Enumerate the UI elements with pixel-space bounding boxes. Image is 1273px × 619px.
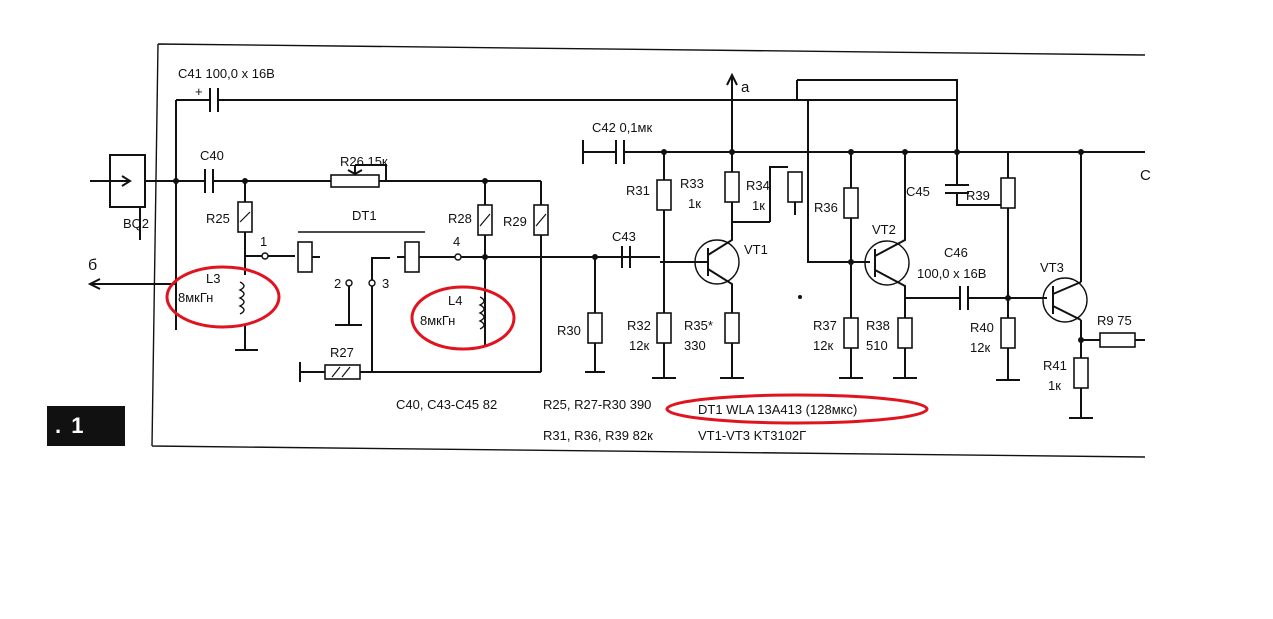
c41-branch: [175, 88, 957, 330]
label-pin4: 4: [453, 234, 460, 249]
component-labels: C41 100,0 x 16B + C40 R26 15к DT1 R25 R2…: [88, 66, 1151, 393]
label-r37-value: 12к: [813, 338, 833, 353]
label-r34: R34: [746, 178, 770, 193]
junction-dots: [173, 149, 1084, 343]
label-r33-value: 1к: [688, 196, 701, 211]
label-vt2: VT2: [872, 222, 896, 237]
vt1-stage: [582, 72, 1145, 379]
label-c40: C40: [200, 148, 224, 163]
label-c42: C42 0,1мк: [592, 120, 652, 135]
label-vt3: VT3: [1040, 260, 1064, 275]
label-r37: R37: [813, 318, 837, 333]
label-r26: R26 15к: [340, 154, 388, 169]
note-vt-spec: VT1-VT3 KT3102Г: [698, 428, 806, 443]
figure-number-tab: . 1: [47, 406, 125, 446]
label-r30: R30: [557, 323, 581, 338]
label-r27: R27: [330, 345, 354, 360]
input-line: [90, 154, 541, 240]
label-c43: C43: [612, 229, 636, 244]
label-r41: R41: [1043, 358, 1067, 373]
dt1-delay-line: [297, 231, 660, 372]
label-edge-c: C: [1140, 167, 1151, 184]
label-r29: R29: [503, 214, 527, 229]
label-delta: б: [88, 257, 97, 274]
label-l4-value: 8мкГн: [420, 313, 455, 328]
label-l3: L3: [206, 271, 220, 286]
note-dt1-spec: DT1 WLA 13A413 (128мкс): [698, 402, 857, 417]
label-r31: R31: [626, 183, 650, 198]
label-r25: R25: [206, 211, 230, 226]
label-r39: R39: [966, 188, 990, 203]
label-c45: C45: [906, 184, 930, 199]
label-r32: R32: [627, 318, 651, 333]
red-highlights: [165, 265, 929, 425]
highlight-dt1-spec: [665, 393, 929, 425]
label-r9: R9 75: [1097, 313, 1132, 328]
label-c46: C46: [944, 245, 968, 260]
label-c41-plus: +: [195, 84, 203, 99]
label-r38: R38: [866, 318, 890, 333]
label-l4: L4: [448, 293, 462, 308]
label-dt1: DT1: [352, 208, 377, 223]
label-c41: C41 100,0 x 16B: [178, 66, 275, 81]
component-notes: C40, C43-C45 82 R25, R27-R30 390 R31, R3…: [396, 397, 857, 443]
label-r36: R36: [814, 200, 838, 215]
left-branch: [87, 181, 295, 351]
label-pin2: 2: [334, 276, 341, 291]
label-r38-value: 510: [866, 338, 888, 353]
label-r35-value: 330: [684, 338, 706, 353]
label-r40-value: 12к: [970, 340, 990, 355]
frame: [151, 43, 1146, 458]
vt3-stage: [1042, 152, 1145, 419]
mid-branch: [477, 181, 549, 372]
highlight-l3: [165, 265, 281, 329]
label-r41-value: 1к: [1048, 378, 1061, 393]
highlight-l4: [410, 285, 516, 351]
r27-branch: [299, 362, 541, 382]
vt2-stage: [796, 79, 1047, 381]
note-caps: C40, C43-C45 82: [396, 397, 497, 412]
label-l3-value: 8мкГн: [178, 290, 213, 305]
label-r28: R28: [448, 211, 472, 226]
label-c46-value: 100,0 x 16B: [917, 266, 986, 281]
label-pin3: 3: [382, 276, 389, 291]
note-res2: R31, R36, R39 82к: [543, 428, 653, 443]
label-r40: R40: [970, 320, 994, 335]
label-r32-value: 12к: [629, 338, 649, 353]
label-out-a: a: [741, 79, 750, 96]
label-pin1: 1: [260, 234, 267, 249]
label-r33: R33: [680, 176, 704, 191]
label-bq2: BQ2: [123, 216, 149, 231]
label-vt1: VT1: [744, 242, 768, 257]
note-res1: R25, R27-R30 390: [543, 397, 651, 412]
label-r35: R35*: [684, 318, 713, 333]
label-r34-value: 1к: [752, 198, 765, 213]
